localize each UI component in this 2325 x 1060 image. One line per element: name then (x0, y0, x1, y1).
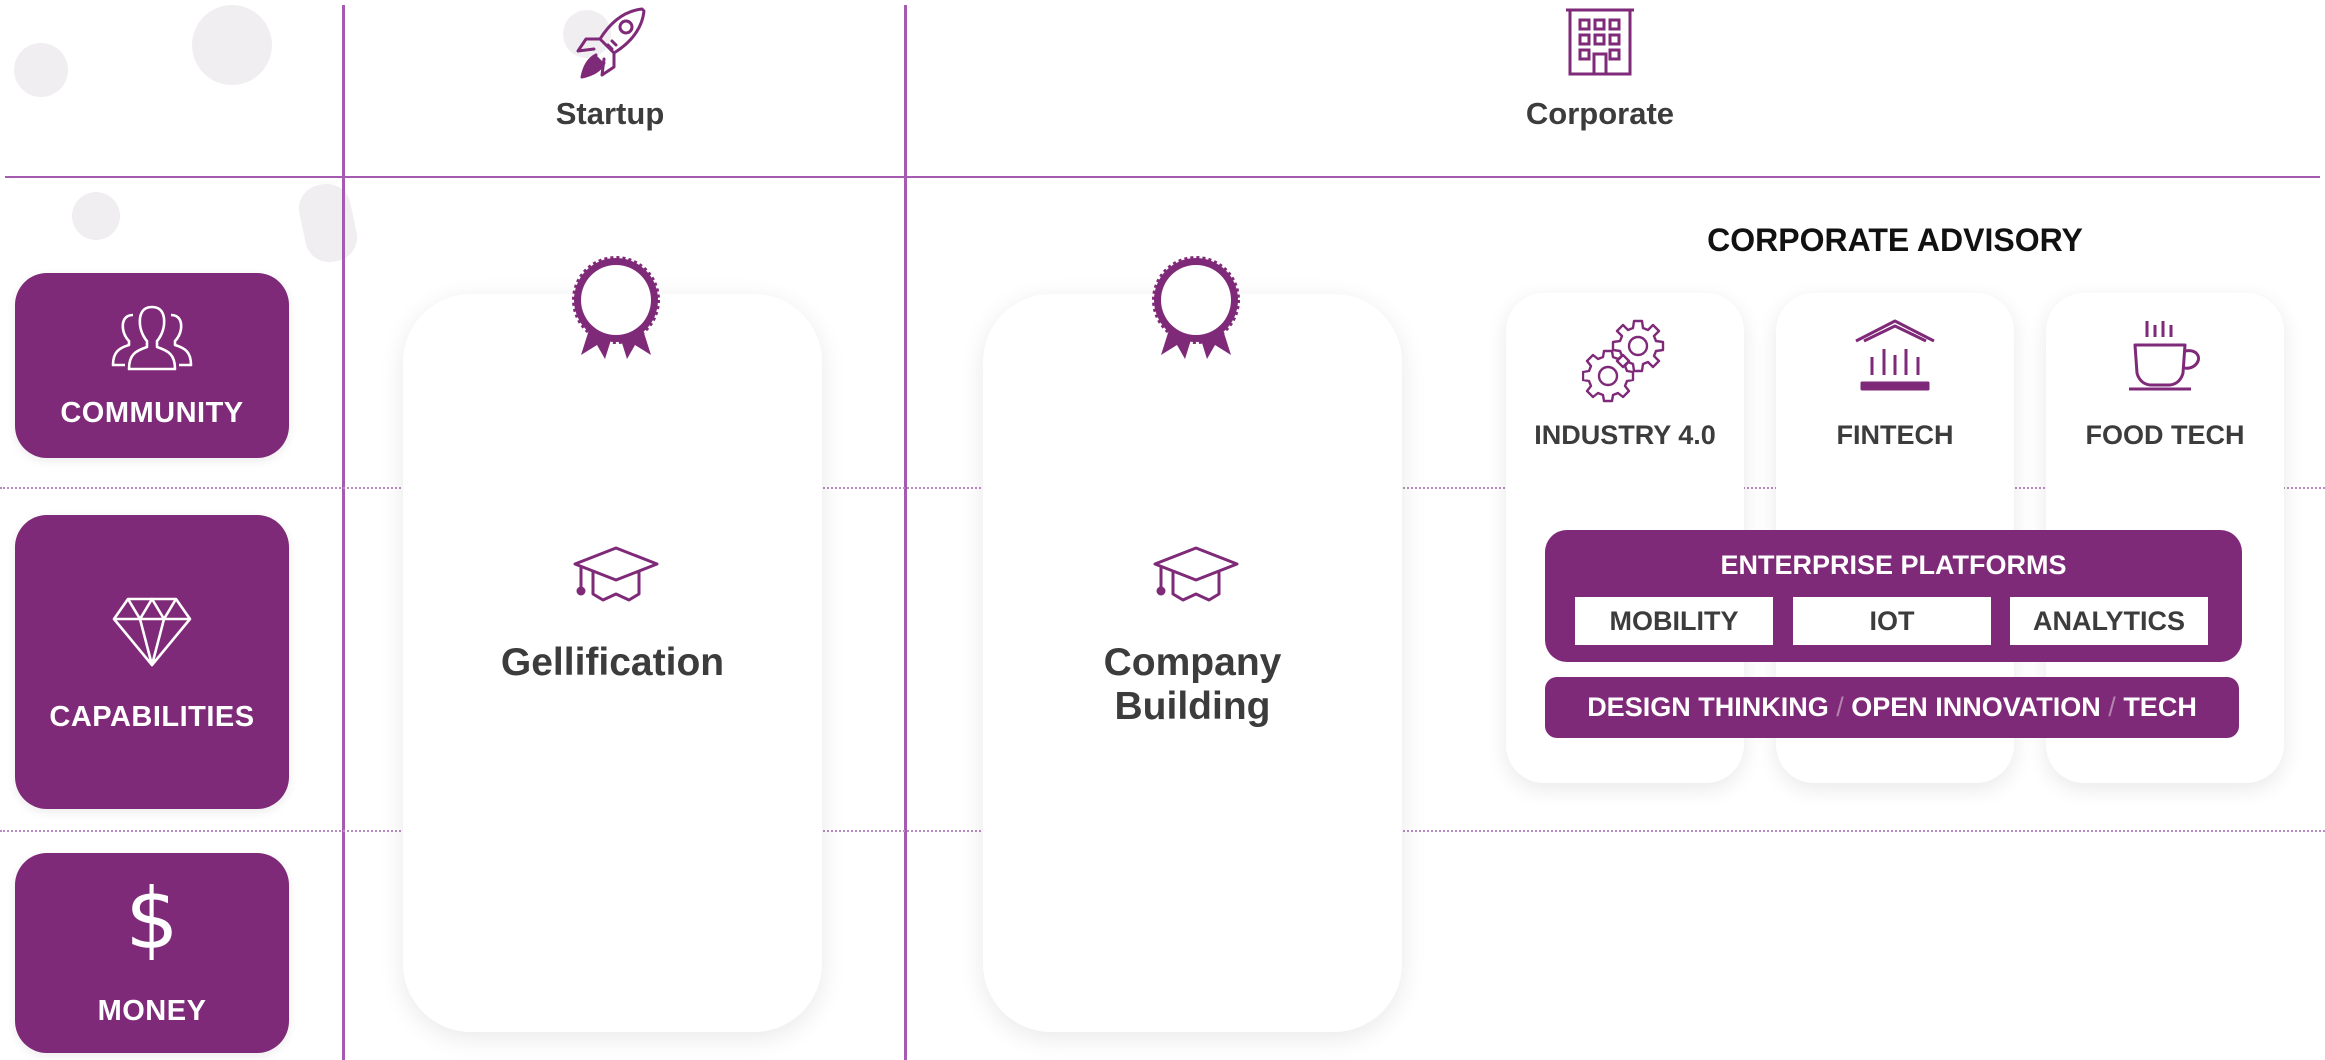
card-company-building: Company Building (983, 294, 1402, 1032)
separator: / (2108, 692, 2116, 722)
design-thinking-bar: DESIGN THINKING / OPEN INNOVATION / TECH (1545, 677, 2239, 738)
column-header-startup: Startup (555, 96, 665, 131)
platform-chip-iot: IOT (1793, 597, 1991, 645)
corporate-advisory-title: CORPORATE ADVISORY (1707, 222, 2083, 258)
decorative-blob (14, 43, 68, 97)
platform-chip-analytics: ANALYTICS (2010, 597, 2208, 645)
decorative-blob (294, 179, 362, 267)
design-part-design-thinking: DESIGN THINKING (1587, 692, 1829, 722)
column-divider-middle (904, 5, 907, 1060)
category-community: COMMUNITY (15, 273, 289, 458)
building-icon (1566, 6, 1634, 81)
category-label-money: MONEY (97, 995, 207, 1027)
rocket-icon (572, 5, 652, 86)
column-divider-left (342, 5, 345, 1060)
graduation-cap-icon (573, 544, 659, 613)
card-title-company-building-line2: Building (1114, 685, 1271, 728)
column-header-corporate: Corporate (1525, 96, 1675, 131)
category-label-community: COMMUNITY (60, 397, 244, 429)
award-ribbon-icon (1151, 255, 1241, 364)
sector-label-foodtech: FOOD TECH (2085, 420, 2245, 450)
diamond-icon (112, 595, 192, 672)
category-money: $ MONEY (15, 853, 289, 1053)
card-title-company-building-line1: Company (1103, 641, 1282, 684)
sector-label-fintech: FINTECH (1836, 420, 1954, 450)
gear-icon (1581, 317, 1668, 408)
header-divider (5, 176, 2320, 178)
graduation-cap-icon (1153, 544, 1239, 613)
dollar-icon: $ (125, 870, 179, 968)
award-ribbon-icon (571, 255, 661, 364)
design-part-open-innovation: OPEN INNOVATION (1851, 692, 2101, 722)
decorative-blob (72, 192, 120, 240)
decorative-blob (192, 5, 272, 85)
enterprise-platforms-title: ENTERPRISE PLATFORMS (1720, 550, 2067, 580)
bank-icon (1854, 317, 1936, 398)
card-title-gellification: Gellification (500, 641, 725, 684)
category-capabilities: CAPABILITIES (15, 515, 289, 809)
enterprise-platforms-box: ENTERPRISE PLATFORMS MOBILITY IOT ANALYT… (1545, 530, 2242, 662)
sector-label-industry: INDUSTRY 4.0 (1534, 420, 1716, 450)
coffee-cup-icon (2125, 317, 2205, 398)
platform-chip-mobility: MOBILITY (1575, 597, 1773, 645)
design-part-tech: TECH (2123, 692, 2197, 722)
category-label-capabilities: CAPABILITIES (49, 701, 255, 733)
separator: / (1836, 692, 1844, 722)
people-icon (109, 303, 195, 378)
card-gellification: Gellification (403, 294, 822, 1032)
